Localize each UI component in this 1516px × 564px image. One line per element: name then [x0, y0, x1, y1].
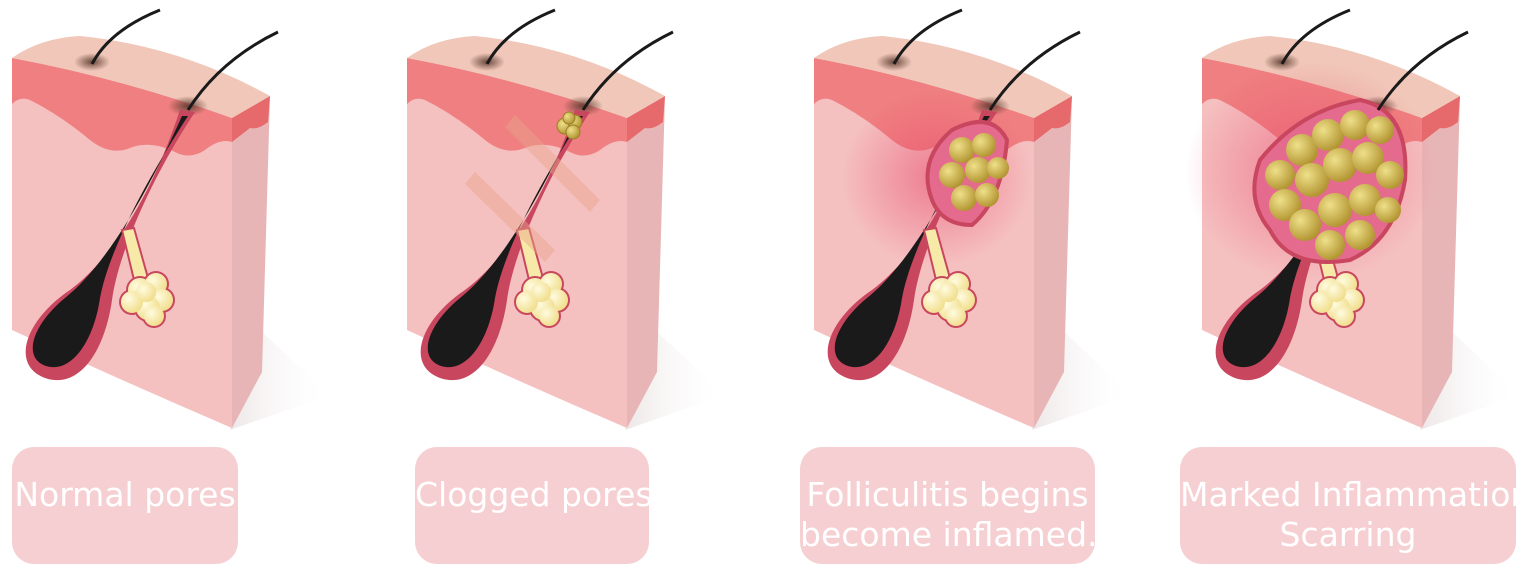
sebaceous-gland-lobe — [144, 306, 164, 326]
stage-panel-folliculitis — [814, 10, 1132, 430]
clog-sebum — [1289, 209, 1321, 241]
stage-label-line: become inflamed. — [800, 515, 1095, 555]
clog-sebum — [1366, 116, 1394, 144]
stage-label-normal: Normal pores — [12, 447, 238, 564]
clog-sebum — [951, 185, 977, 211]
stage-panel-normal — [12, 10, 330, 430]
clog-sebum — [975, 183, 999, 207]
clog-sebum — [566, 125, 580, 139]
clog-sebum — [1312, 119, 1344, 151]
clog-sebum — [1375, 197, 1401, 223]
stage-label-line: Clogged pores — [415, 475, 649, 515]
clog-sebum — [1340, 110, 1370, 140]
clog-sebum — [965, 157, 991, 183]
clog-sebum — [1376, 161, 1404, 189]
stage-label-line: Scarring — [1180, 515, 1516, 555]
sebaceous-gland-lobe — [531, 282, 551, 302]
stage-label-line: Marked Inflammation — [1180, 475, 1516, 515]
clog-sebum — [1318, 193, 1352, 227]
stage-label-line: Folliculitis begins — [800, 475, 1095, 515]
clog-sebum — [987, 157, 1009, 179]
sebaceous-gland-lobe — [946, 306, 966, 326]
clog-sebum — [939, 162, 965, 188]
clog-sebum — [563, 112, 575, 124]
stage-panel-inflammation — [1185, 10, 1516, 430]
clog-sebum — [972, 133, 996, 157]
clog-sebum — [1323, 148, 1357, 182]
clog-sebum — [1345, 220, 1375, 250]
stage-label-clogged: Clogged pores — [415, 447, 649, 564]
sebaceous-gland-lobe — [938, 282, 958, 302]
sebaceous-gland-lobe — [1334, 306, 1354, 326]
clog-sebum — [1265, 160, 1295, 190]
stage-label-line: Normal pores — [12, 475, 238, 515]
sebaceous-gland-lobe — [1326, 282, 1346, 302]
clog-sebum — [1315, 230, 1345, 260]
sebaceous-gland-lobe — [136, 282, 156, 302]
sebaceous-gland-lobe — [539, 306, 559, 326]
stage-panel-clogged — [407, 10, 725, 430]
